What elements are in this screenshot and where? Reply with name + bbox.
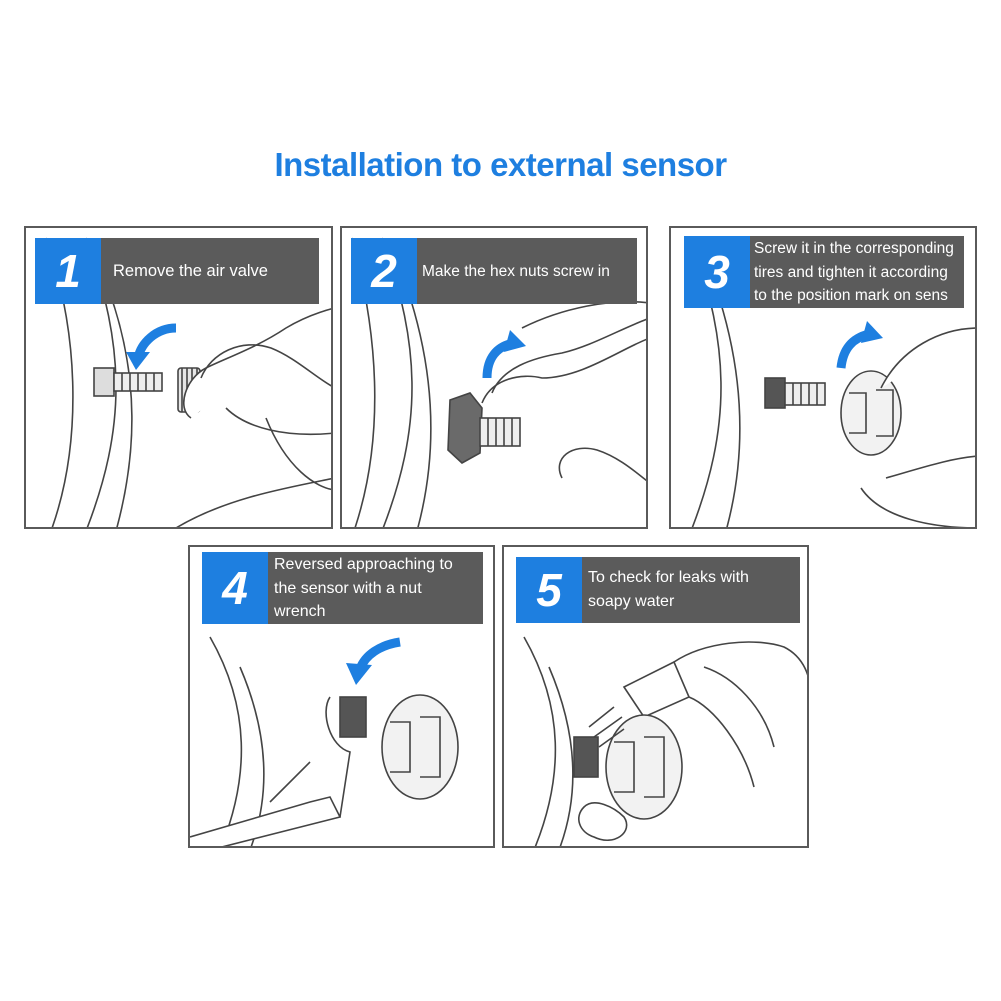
step-5-number: 5 [516, 557, 582, 623]
step-2-number: 2 [351, 238, 417, 304]
step-5-caption: To check for leaks with soapy water [582, 557, 800, 623]
step-2-panel: 2 Make the hex nuts screw in [340, 226, 648, 529]
step-5-panel: 5 To check for leaks with soapy water [502, 545, 809, 848]
step-1-header: 1 Remove the air valve [35, 238, 319, 304]
step-3-panel: 3 Screw it in the corresponding tires an… [669, 226, 977, 529]
step-3-header: 3 Screw it in the corresponding tires an… [684, 236, 964, 308]
step-4-number: 4 [202, 552, 268, 624]
step-5-header: 5 To check for leaks with soapy water [516, 557, 800, 623]
step-1-number: 1 [35, 238, 101, 304]
step-1-panel: 1 Remove the air valve [24, 226, 333, 529]
step-2-illustration [351, 237, 646, 527]
step-4-panel: 4 Reversed approaching to the sensor wit… [188, 545, 495, 848]
step-4-illustration [190, 636, 459, 846]
page-title: Installation to external sensor [274, 146, 727, 183]
step-3-number: 3 [684, 236, 750, 308]
step-3-illustration [690, 237, 975, 527]
step-1-illustration [45, 237, 331, 527]
step-4-header: 4 Reversed approaching to the sensor wit… [202, 552, 483, 624]
step-4-caption: Reversed approaching to the sensor with … [268, 552, 483, 624]
step-2-caption: Make the hex nuts screw in [417, 238, 637, 304]
step-5-illustration [523, 636, 807, 846]
step-2-header: 2 Make the hex nuts screw in [351, 238, 637, 304]
step-3-caption: Screw it in the corresponding tires and … [750, 236, 964, 308]
step-1-caption: Remove the air valve [101, 238, 319, 304]
